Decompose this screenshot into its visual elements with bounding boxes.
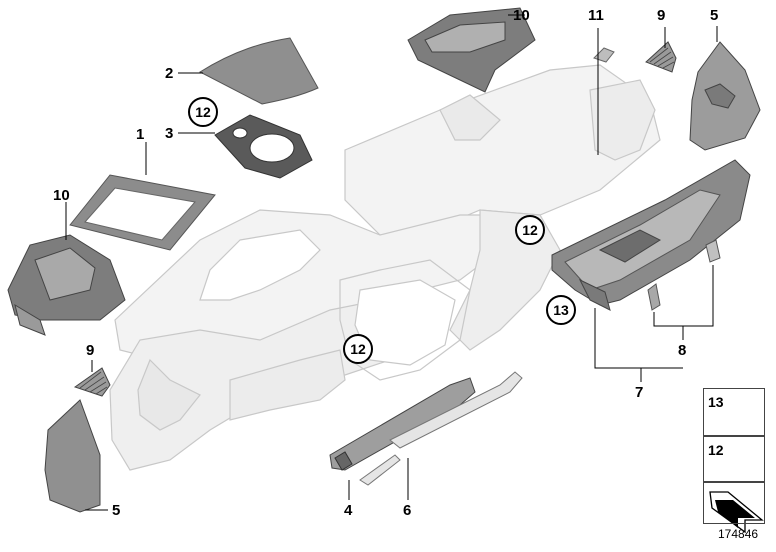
part-1-display-frame <box>69 174 216 251</box>
part-9-top-vent <box>645 41 677 73</box>
callout-11: 11 <box>588 7 604 24</box>
part-8-clips <box>647 239 721 311</box>
leader-lines <box>65 14 718 511</box>
legend-marker <box>703 482 765 524</box>
legend-screw-number: 13 <box>708 394 724 410</box>
part-9-bottom-vent <box>73 367 111 397</box>
dashboard-carrier <box>109 64 661 471</box>
callout-6: 6 <box>403 502 412 519</box>
circled-callout-12-right: 12 <box>515 215 545 245</box>
part-5-bottom-side-trim <box>44 399 101 513</box>
circled-callout-12-bracket: 12 <box>188 97 218 127</box>
legend-screw: 13 <box>703 388 765 436</box>
circled-callout-12-center: 12 <box>343 334 373 364</box>
part-4-lower-strip <box>329 377 476 471</box>
callout-3: 3 <box>165 125 174 142</box>
legend-clip: 12 <box>703 436 765 482</box>
callout-4: 4 <box>344 502 353 519</box>
legend-clip-number: 12 <box>708 442 724 458</box>
part-10-right-trim <box>407 7 536 93</box>
reference-number: 174846 <box>718 527 759 541</box>
part-2-cover-panel <box>198 37 319 105</box>
callout-1: 1 <box>136 126 145 143</box>
callout-10-right: 10 <box>513 7 530 24</box>
callout-2: 2 <box>165 65 174 82</box>
corner-marker-icon <box>709 491 764 534</box>
part-5-top-side-trim <box>689 41 761 151</box>
part-3-bracket <box>214 114 313 179</box>
part-10-left-trim <box>7 234 126 336</box>
callout-9-top: 9 <box>657 7 666 24</box>
part-6-trim-strip <box>359 371 523 486</box>
circled-callout-13: 13 <box>546 295 576 325</box>
part-11-insert <box>593 47 615 63</box>
callout-9-bottom: 9 <box>86 342 95 359</box>
callout-5-bottom: 5 <box>112 502 121 519</box>
callout-8: 8 <box>678 342 687 359</box>
callout-7: 7 <box>635 384 644 401</box>
part-7-glove-box <box>551 159 751 311</box>
callout-10-left: 10 <box>53 187 70 204</box>
callout-5-top: 5 <box>710 7 719 24</box>
